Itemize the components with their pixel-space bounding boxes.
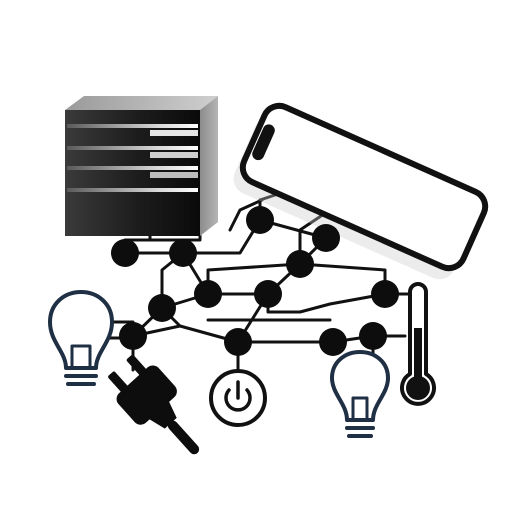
network-node (312, 224, 340, 252)
network-node (169, 239, 197, 267)
network-node (359, 322, 387, 350)
network-node (286, 250, 314, 278)
network-node (246, 206, 274, 234)
network-node (224, 328, 252, 356)
network-node (194, 280, 222, 308)
server-drive-slots (67, 124, 198, 192)
network-node (119, 322, 147, 350)
network-node (148, 294, 176, 322)
network-node (371, 280, 399, 308)
network-nodes (111, 206, 399, 356)
network-node (111, 239, 139, 267)
power-plug-icon (108, 354, 200, 455)
light-bulb-icon (48, 290, 114, 386)
light-bulb-icon (330, 350, 390, 438)
server-icon (65, 96, 218, 236)
network-node (254, 280, 282, 308)
network-node (319, 328, 347, 356)
power-button-icon (209, 369, 267, 427)
thermometer-icon (400, 282, 436, 406)
smartphone-icon (233, 102, 489, 280)
